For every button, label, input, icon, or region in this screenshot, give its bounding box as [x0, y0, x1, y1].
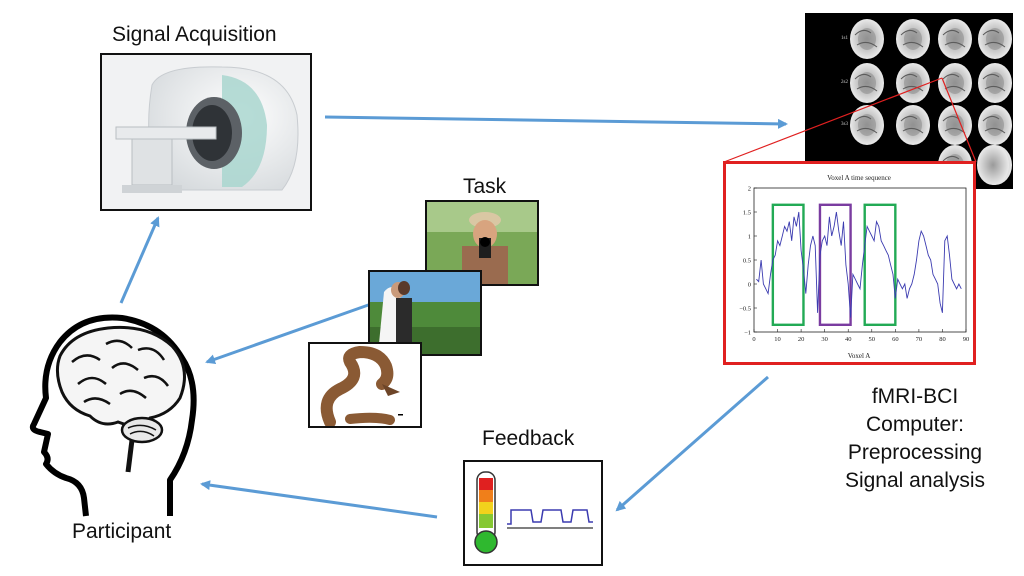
brain-slice-thumbnail — [850, 105, 884, 145]
x-tick-label: 60 — [892, 336, 899, 343]
feedback-label: Feedback — [482, 427, 575, 450]
brain-slice-thumbnail — [850, 63, 884, 103]
y-tick-label: 0 — [748, 281, 751, 288]
highlight-box — [771, 203, 805, 326]
x-tick-label: 40 — [845, 336, 852, 343]
brain-row-label-1: 1s1 — [841, 36, 848, 41]
highlight-box — [863, 203, 897, 326]
task-image-wedding — [368, 270, 482, 356]
feedback-signal-trace — [507, 509, 593, 525]
signal-acquisition-label: Signal Acquisition — [112, 23, 277, 46]
arrow-task-to-participant — [205, 301, 375, 365]
x-tick-label: 70 — [916, 336, 923, 343]
y-tick-label: −0.5 — [739, 305, 751, 312]
brain-slice-thumbnail — [938, 19, 972, 59]
brain-slice-thumbnail — [978, 63, 1012, 103]
arrow-participant-to-acquisition — [119, 216, 160, 304]
chart-title: Voxel A time sequence — [827, 174, 891, 182]
y-tick-label: −1 — [744, 329, 751, 336]
x-tick-label: 10 — [774, 336, 781, 343]
arrow-computer-to-feedback — [615, 375, 769, 512]
task-label: Task — [463, 175, 507, 198]
computer-label-line-2: Computer: — [865, 413, 965, 436]
brain-slice-thumbnail — [938, 105, 972, 145]
x-tick-label: 0 — [752, 336, 755, 343]
brain-slice-thumbnail — [978, 105, 1012, 145]
brain-slice-thumbnail — [850, 19, 884, 59]
task-image-gun — [425, 200, 539, 286]
chart-xlabel: Voxel A — [848, 352, 871, 360]
x-tick-label: 30 — [821, 336, 828, 343]
plot-axes-frame — [753, 187, 967, 333]
y-tick-label: 1 — [748, 233, 751, 240]
arrow-acquisition-to-computer — [324, 115, 788, 129]
mri-scanner-image — [100, 53, 312, 211]
y-tick-label: 1.5 — [743, 209, 751, 216]
participant-head-illustration — [29, 314, 197, 517]
brain-row-label-2: 2s2 — [841, 80, 848, 85]
x-tick-label: 90 — [963, 336, 970, 343]
participant-label: Participant — [72, 520, 172, 543]
brain-slice-thumbnail — [977, 145, 1009, 185]
computer-label-line-4: Signal analysis — [844, 469, 986, 492]
brain-slice-thumbnail — [938, 63, 972, 103]
x-tick-label: 50 — [869, 336, 876, 343]
brain-slice-thumbnail — [896, 105, 930, 145]
computer-label-line-3: Preprocessing — [847, 441, 983, 464]
brain-slice-thumbnail — [896, 19, 930, 59]
brain-row-label-3: 3s3 — [841, 122, 848, 127]
x-tick-label: 20 — [798, 336, 805, 343]
arrow-feedback-to-participant — [200, 480, 438, 519]
y-tick-label: 2 — [748, 185, 751, 192]
series-line — [756, 211, 962, 318]
brain-slice-thumbnail — [978, 19, 1012, 59]
computer-label-line-1: fMRI-BCI — [871, 385, 959, 408]
task-image-snake — [308, 342, 422, 428]
y-tick-label: 0.5 — [743, 257, 751, 264]
feedback-display — [463, 460, 603, 566]
x-tick-label: 80 — [939, 336, 946, 343]
computer-label: fMRI-BCI Computer: Preprocessing Signal … — [820, 383, 1010, 495]
